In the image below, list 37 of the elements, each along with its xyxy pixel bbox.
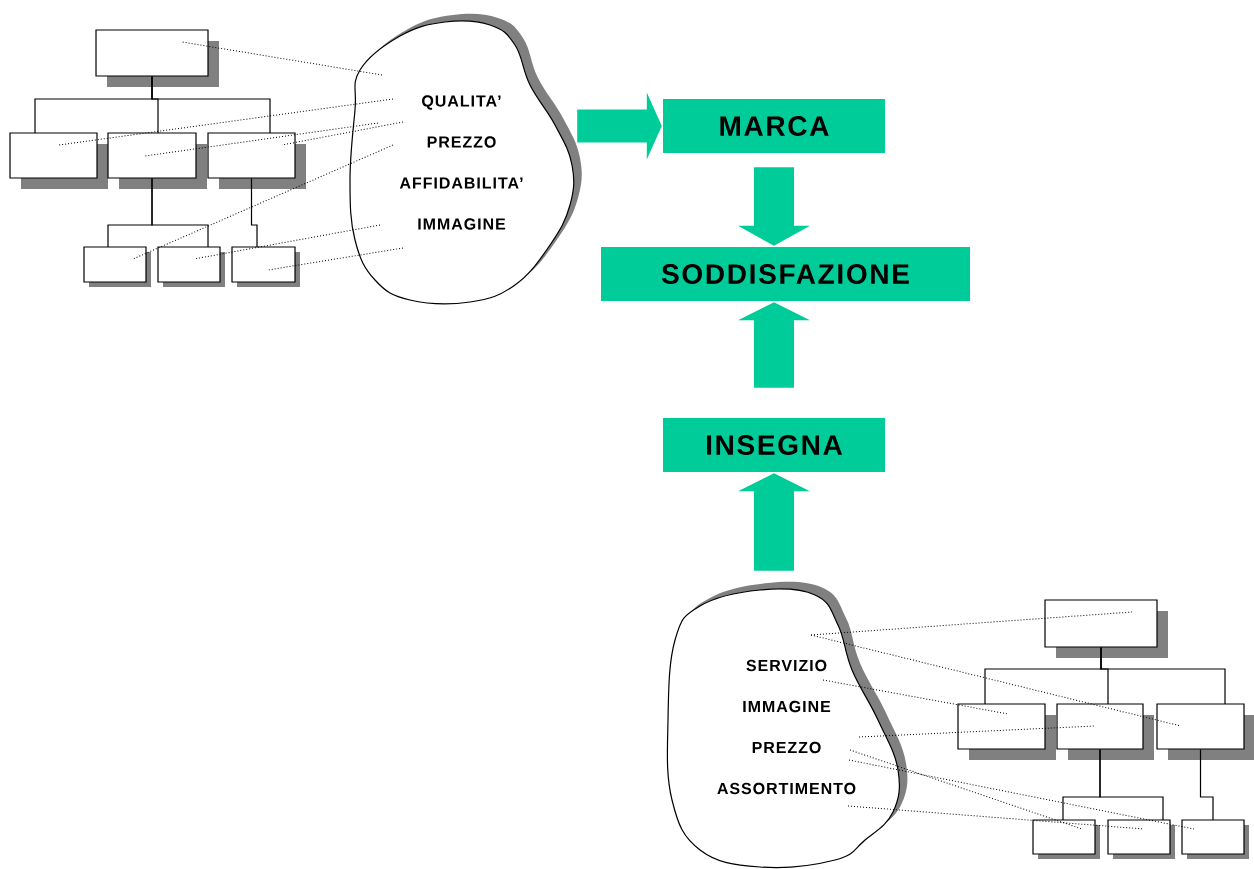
block-arrow (738, 302, 810, 388)
leader-line (849, 749, 1083, 830)
connector-line (151, 178, 209, 248)
block-arrow (577, 92, 662, 160)
connector-line (151, 76, 271, 134)
title-box: MARCA (663, 99, 885, 153)
org-chart-box (83, 246, 151, 287)
org-chart-box (1044, 599, 1168, 658)
connector-line (1099, 749, 1164, 821)
org-chart-box (1107, 819, 1175, 859)
title-box: SODDISFAZIONE (601, 247, 970, 301)
leader-line (58, 98, 394, 146)
org-chart-box (157, 246, 225, 287)
leader-line (848, 759, 1195, 830)
connector-line (1100, 647, 1226, 705)
org-chart-box (1181, 819, 1249, 859)
leader-line (132, 144, 394, 260)
org-chart-box (1032, 819, 1100, 859)
org-chart-box (9, 132, 108, 189)
title-box: INSEGNA (663, 418, 885, 472)
leader-line (847, 805, 1145, 830)
org-chart-box (1056, 703, 1154, 760)
leader-line (181, 41, 383, 76)
org-chart-box (231, 246, 300, 287)
block-arrow (738, 473, 810, 571)
connector-line (250, 178, 258, 248)
org-chart-box (107, 132, 207, 189)
block-arrow (738, 167, 810, 246)
leader-line (858, 725, 1096, 738)
leader-line (810, 634, 1182, 727)
org-chart-box (1156, 703, 1254, 760)
org-chart-box (95, 29, 219, 87)
org-chart-box (957, 703, 1056, 760)
org-chart-box (207, 132, 306, 189)
leader-line (193, 224, 381, 260)
connector-line (1199, 749, 1214, 821)
leader-line (144, 122, 379, 157)
